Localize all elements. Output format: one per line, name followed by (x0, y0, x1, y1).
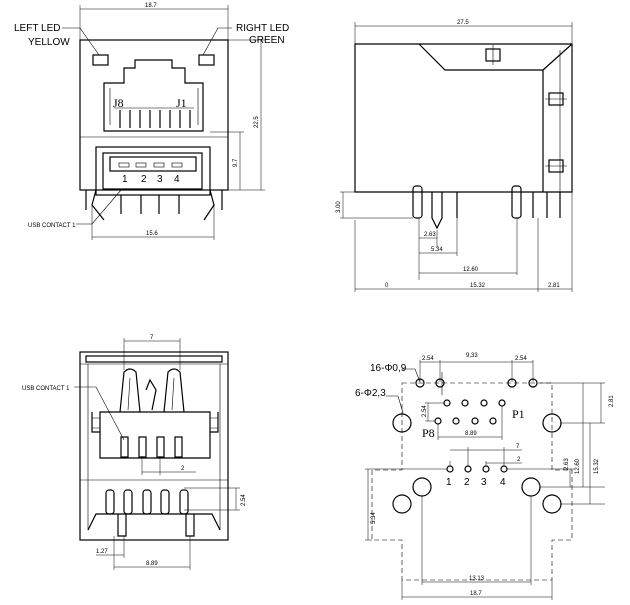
rear-view: 7 USB CONTACT 1 2 (22, 335, 247, 570)
right-led-color: GREEN (249, 35, 285, 46)
rear-lower-pins (87, 489, 221, 537)
front-dim-usb-height: 9.7 (233, 158, 239, 167)
side-dim-a: 2.63 (424, 232, 436, 238)
fp-dim-263: 2.63 (564, 458, 570, 470)
front-pin-3: 3 (157, 174, 163, 185)
fp-dim-7: 7 (516, 444, 520, 450)
fp-label-p1: P1 (512, 407, 525, 421)
side-view: 27.5 3.00 2.63 5.34 (336, 20, 573, 292)
left-led-color: YELLOW (28, 37, 70, 48)
rj45-contacts (114, 107, 194, 128)
rear-dim-left: 1.27 (96, 549, 108, 555)
fp-pin-1: 1 (446, 477, 452, 488)
front-dim-width: 18.7 (145, 3, 157, 9)
rear-usb-contacts (120, 436, 183, 458)
side-dim-b: 5.34 (431, 247, 443, 253)
usb-tongue (109, 156, 197, 172)
rear-spring-right (163, 368, 185, 413)
fp-hole-note-1: 16-Φ0,9 (370, 363, 407, 374)
fp-dim-889: 8.89 (465, 431, 477, 437)
rear-dim-right: 2.54 (241, 494, 247, 506)
rear-usb-contact-label: USB CONTACT 1 (22, 386, 70, 392)
side-body (354, 43, 573, 193)
front-pin-2: 2 (141, 174, 147, 185)
side-dim-e: 2.81 (548, 283, 560, 289)
fp-dim-933: 9,33 (466, 353, 478, 359)
fp-dim-187: 18.7 (470, 591, 482, 597)
fp-dim-1313: 13.13 (469, 576, 485, 582)
side-dim-zero: 0 (385, 283, 389, 289)
fp-dim-254-v: 2.54 (422, 405, 428, 417)
rj45-opening (103, 59, 204, 132)
left-led-label: LEFT LED (14, 23, 61, 34)
fp-dim-254-right: 2.54 (515, 356, 527, 362)
jack-label-j1: J1 (176, 96, 187, 110)
front-body (79, 39, 229, 191)
rear-spring-left (119, 368, 141, 413)
right-led-leader (202, 27, 232, 56)
fp-dim-534: 5.34 (371, 512, 377, 524)
fp-hole-note-2: 6-Φ2,3 (355, 388, 386, 399)
front-dim-bottom: 15.6 (146, 231, 158, 237)
rear-center-tab (145, 378, 157, 411)
fp-dim-254-left: 2.54 (422, 356, 434, 362)
fp-dim-1260: 12.60 (575, 458, 581, 474)
front-dim-height: 22.5 (254, 116, 260, 128)
side-dim-pin: 3.00 (336, 201, 342, 213)
rear-dim-bottom: 8.89 (146, 561, 158, 567)
usb-contacts-front (118, 162, 183, 168)
front-usb-contact-label: USB CONTACT 1 (28, 223, 76, 229)
rear-usb-contact-leader (74, 386, 125, 441)
front-pin-1: 1 (122, 174, 128, 185)
fp-small-holes (415, 372, 538, 425)
fp-dim-2: 2 (517, 457, 521, 463)
rear-top-flange (85, 355, 223, 363)
rear-dim-mid: 2 (181, 466, 185, 472)
footprint-outline (371, 382, 573, 581)
fp-pin-4: 4 (500, 477, 506, 488)
side-housing-edge (418, 43, 544, 192)
fp-pin-2: 2 (464, 477, 470, 488)
fp-dim-281: 2.81 (609, 395, 615, 407)
jack-label-j8: J8 (113, 96, 124, 110)
front-pin-4: 4 (174, 174, 180, 185)
rear-body (79, 351, 229, 541)
fp-usb-holes (446, 465, 508, 473)
side-pins (412, 185, 561, 230)
pcb-footprint: 2.54 9,33 2.54 16-Φ0,9 6-Φ2,3 2.54 (355, 353, 615, 600)
rear-dim-top: 7 (150, 335, 154, 341)
rear-usb-block (99, 411, 211, 459)
side-dim-d: 15.32 (470, 283, 486, 289)
usb-port-front (95, 146, 211, 196)
left-led-window (92, 54, 109, 66)
side-dim-length: 27.5 (457, 20, 469, 26)
fp-dim-1532: 15.32 (594, 458, 600, 474)
fp-large-holes (392, 413, 562, 514)
right-led-window (198, 54, 215, 66)
rj45-inner (109, 88, 199, 125)
usb-port-inner (102, 152, 203, 190)
right-led-label: RIGHT LED (236, 23, 289, 34)
side-dim-c: 12.60 (463, 267, 479, 273)
front-usb-contact-leader (76, 189, 122, 225)
fp-pin-3: 3 (481, 477, 487, 488)
front-view: LEFT LED YELLOW RIGHT LED GREEN 18.7 (14, 3, 289, 240)
fp-label-p8: P8 (422, 426, 435, 440)
